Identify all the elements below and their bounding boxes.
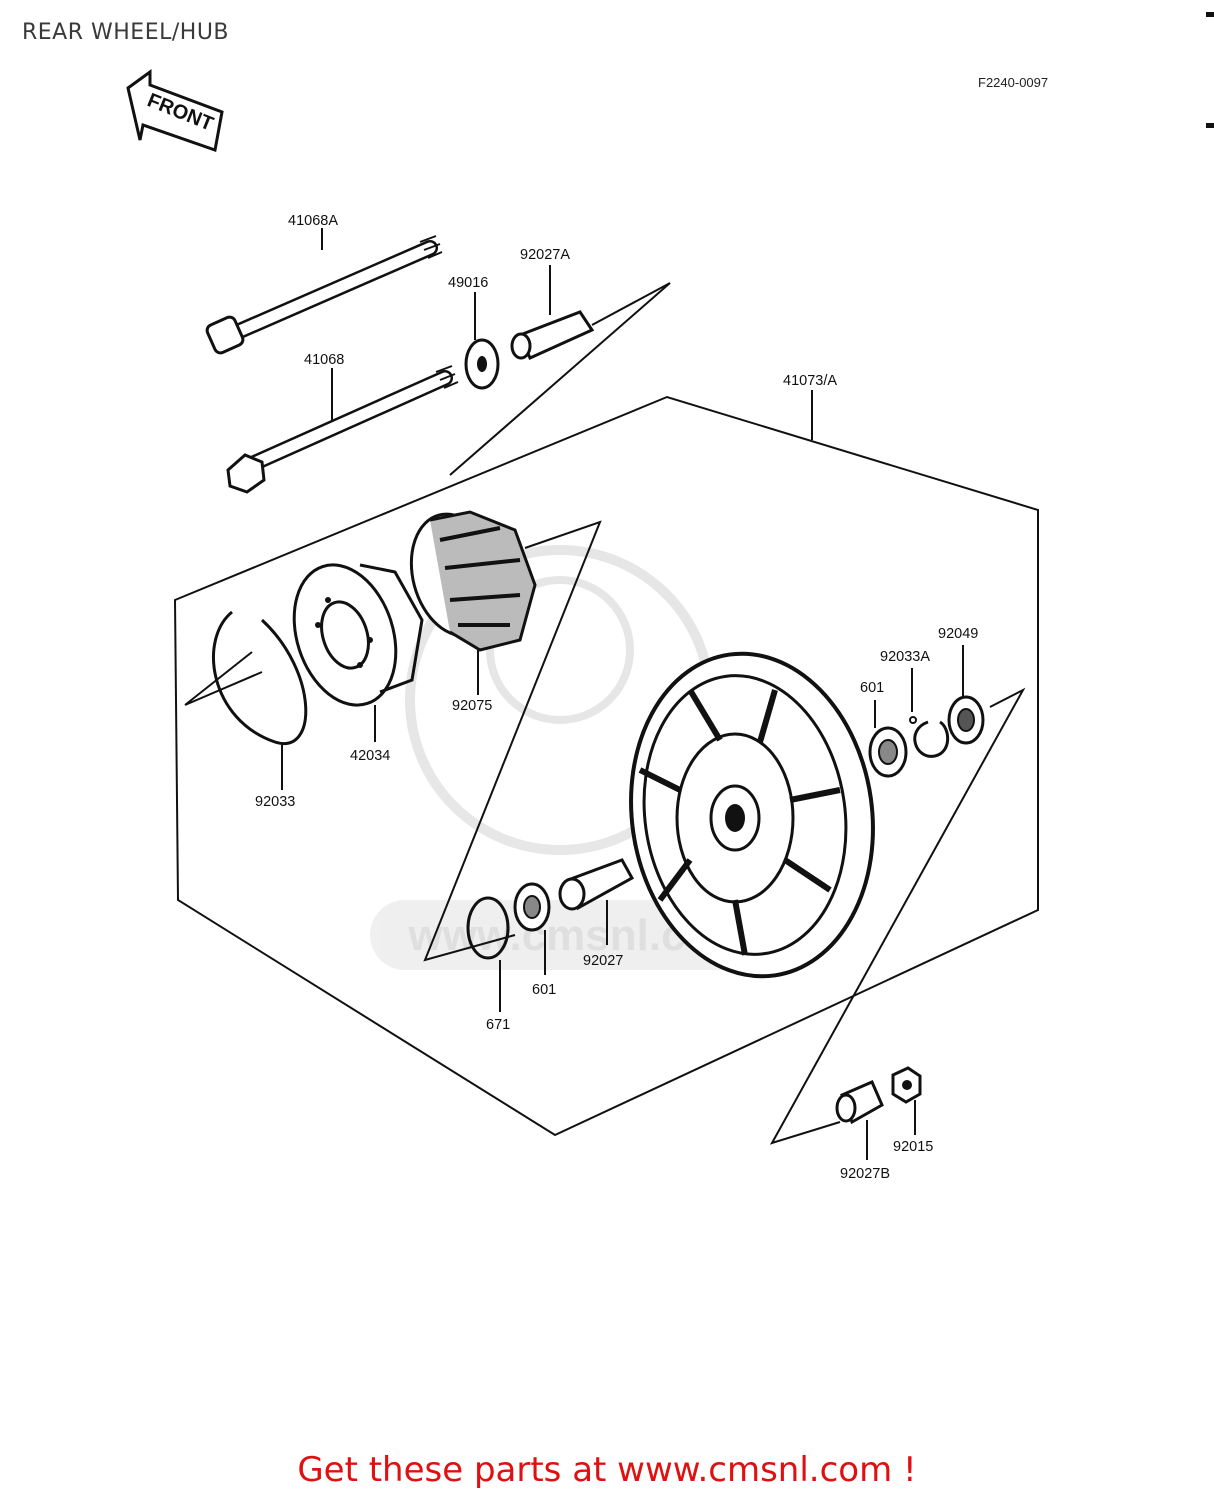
label-92015: 92015 (893, 1139, 933, 1155)
wheel-41073a (629, 651, 875, 979)
collar-92027b (835, 1080, 884, 1125)
label-92033a: 92033A (880, 649, 930, 665)
axle-41068 (226, 365, 459, 494)
drawing-code: F2240-0097 (978, 75, 1049, 90)
edge-mark (1206, 123, 1214, 128)
bearing-601-right (868, 726, 908, 778)
front-arrow: FRONT (126, 69, 224, 152)
cta-link[interactable]: Get these parts at www.cmsnl.com ! (297, 1450, 917, 1490)
collar-49016 (464, 338, 500, 390)
label-42034: 42034 (350, 748, 390, 764)
page-title: REAR WHEEL/HUB (22, 20, 230, 45)
spacer-92027a (510, 310, 595, 360)
damper-92075 (409, 510, 537, 652)
bracket-damper (423, 520, 602, 962)
oil-seal-92049 (947, 695, 985, 745)
label-92027b: 92027B (840, 1166, 890, 1182)
label-92075: 92075 (452, 698, 492, 714)
label-601-left: 601 (532, 982, 556, 998)
nut-92015 (891, 1066, 922, 1104)
edge-mark (1206, 12, 1214, 17)
label-671: 671 (486, 1017, 510, 1033)
assembly-outline (173, 395, 1039, 1137)
label-41068: 41068 (304, 352, 344, 368)
label-601-right: 601 (860, 680, 884, 696)
parts-diagram: www.cmsnl.com FRONT (126, 69, 1039, 1182)
label-49016: 49016 (448, 275, 488, 291)
circlip-92033a (909, 716, 950, 758)
label-41073a: 41073/A (783, 373, 837, 389)
bracket-spacer (449, 282, 671, 476)
label-92027a: 92027A (520, 247, 570, 263)
coupling-42034 (292, 563, 424, 707)
circlip-92033 (211, 610, 308, 746)
label-92033: 92033 (255, 794, 295, 810)
label-41068a: 41068A (288, 213, 338, 229)
axle-41068a (205, 235, 443, 355)
bracket-circlip (184, 651, 263, 706)
label-92027: 92027 (583, 953, 623, 969)
circlip-671 (466, 896, 510, 960)
spacer-92027 (558, 858, 635, 911)
label-92049: 92049 (938, 626, 978, 642)
bracket-collar (769, 687, 1026, 1145)
bearing-601-left (513, 882, 551, 932)
